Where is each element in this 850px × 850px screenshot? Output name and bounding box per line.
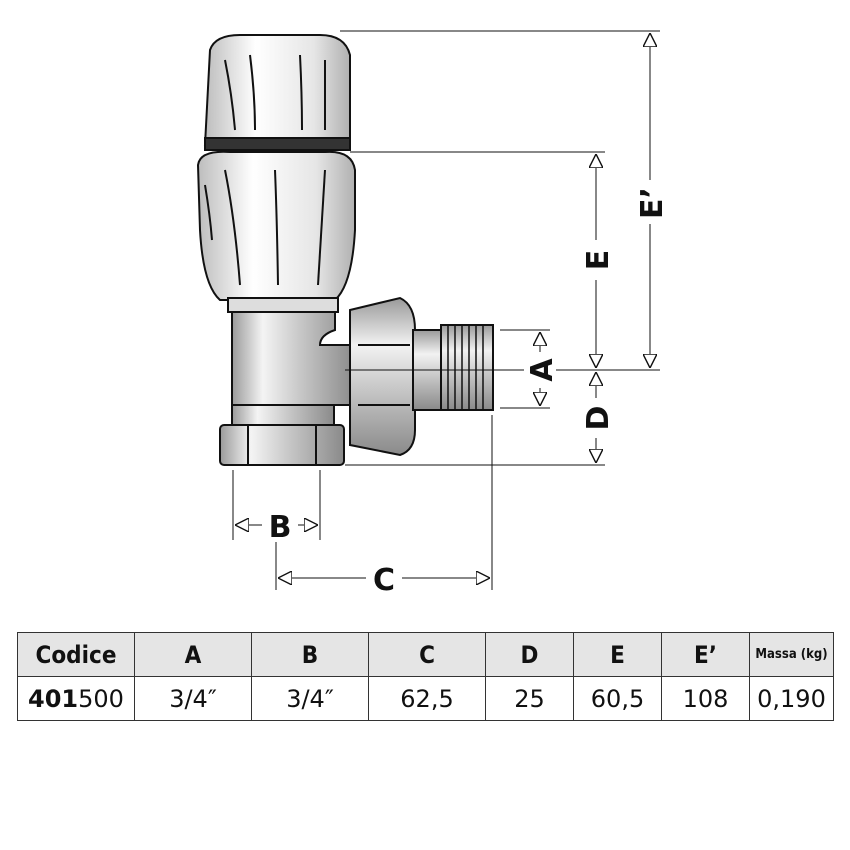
header-e: E bbox=[573, 632, 662, 677]
header-massa: Massa (kg) bbox=[749, 632, 834, 677]
valve-body-icon bbox=[196, 34, 494, 466]
specification-table: Codice A B C D E E’ Massa (kg) 401500 3/… bbox=[17, 632, 834, 721]
cell-e: 60,5 bbox=[573, 676, 662, 721]
table-row: 401500 3/4″ 3/4″ 62,5 25 60,5 108 0,190 bbox=[17, 676, 834, 721]
cell-c: 62,5 bbox=[368, 676, 486, 721]
header-a: A bbox=[134, 632, 252, 677]
dim-label-c: C bbox=[373, 563, 395, 598]
header-codice: Codice bbox=[17, 632, 135, 677]
cell-e-prime: 108 bbox=[661, 676, 750, 721]
code-prefix: 401 bbox=[28, 684, 79, 713]
dim-label-e-prime: E’ bbox=[635, 187, 670, 219]
table-header-row: Codice A B C D E E’ Massa (kg) bbox=[17, 632, 834, 677]
header-e-prime: E’ bbox=[661, 632, 750, 677]
cell-d: 25 bbox=[485, 676, 574, 721]
dim-label-a: A bbox=[525, 358, 560, 382]
header-b: B bbox=[251, 632, 369, 677]
dim-label-e: E bbox=[581, 250, 616, 271]
code-suffix: 500 bbox=[78, 684, 124, 713]
header-d: D bbox=[485, 632, 574, 677]
cell-b: 3/4″ bbox=[251, 676, 369, 721]
cell-codice: 401500 bbox=[17, 676, 135, 721]
extension-lines bbox=[232, 30, 660, 590]
cell-a: 3/4″ bbox=[134, 676, 252, 721]
cell-massa: 0,190 bbox=[749, 676, 834, 721]
dim-label-d: D bbox=[581, 406, 616, 431]
header-c: C bbox=[368, 632, 486, 677]
dim-label-b: B bbox=[269, 510, 292, 545]
valve-technical-drawing: E’ E D A B C bbox=[196, 30, 670, 598]
